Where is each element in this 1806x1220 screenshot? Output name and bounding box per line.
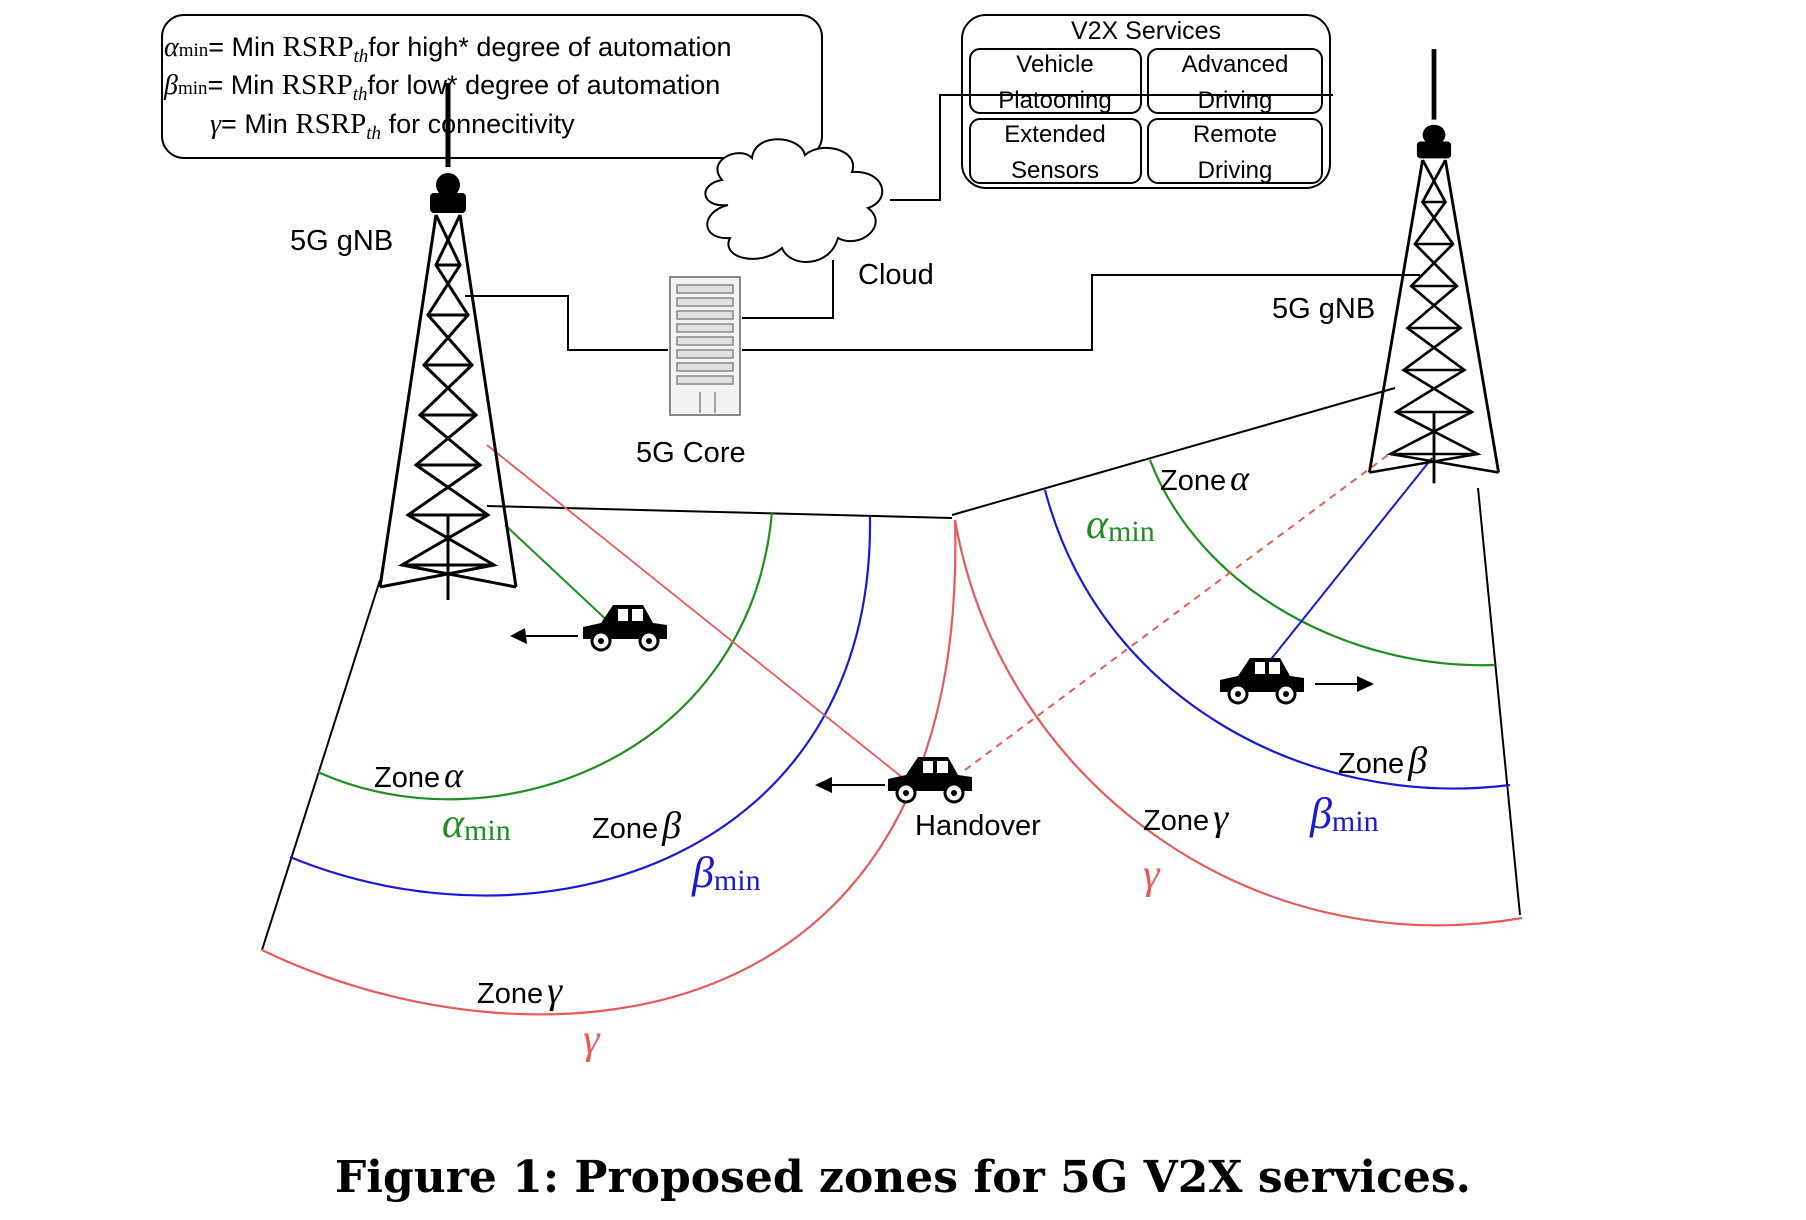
right-gamma-label: γ bbox=[1143, 852, 1161, 898]
left-sector-edge bbox=[261, 579, 381, 951]
services-cloud-link bbox=[890, 94, 1333, 201]
service-remote-driving bbox=[1147, 118, 1323, 184]
services-title: V2X Services bbox=[1071, 17, 1221, 45]
service-vehicle-platooning bbox=[969, 48, 1142, 114]
car-right-icon bbox=[1218, 656, 1374, 705]
server-icon bbox=[669, 276, 741, 416]
network-links bbox=[465, 94, 1420, 351]
legend-alpha-line: αmin= Min RSRPthfor high* degree of auto… bbox=[164, 31, 732, 67]
cloud-icon bbox=[704, 138, 884, 263]
gnb-right-label: 5G gNB bbox=[1272, 293, 1375, 325]
legend-gamma-line: γ= Min RSRPth for connecitivity bbox=[210, 108, 575, 144]
left-beta-min-label: βmin bbox=[691, 848, 761, 897]
service-advanced-driving-label: Driving bbox=[1198, 87, 1273, 114]
right-alpha-arc bbox=[1148, 459, 1496, 667]
left-beta-arc bbox=[289, 515, 872, 897]
cloud-core-link bbox=[742, 260, 834, 319]
right-beta-arc bbox=[1043, 489, 1511, 790]
left-sector-top bbox=[486, 505, 953, 519]
right-beta-min-label: βmin bbox=[1309, 789, 1379, 838]
handover-label: Handover bbox=[915, 810, 1041, 842]
gnb-left-car-link bbox=[504, 524, 613, 626]
sector-boundaries bbox=[261, 387, 1521, 951]
right-sector-edge bbox=[1477, 487, 1521, 916]
left-alpha-min-label: αmin bbox=[442, 801, 511, 847]
service-extended-label: Extended bbox=[1004, 121, 1105, 148]
car-handover-icon bbox=[815, 755, 974, 804]
car-left-icon bbox=[510, 603, 669, 652]
gnb-left-tower-icon bbox=[380, 83, 516, 600]
service-advanced-label: Advanced bbox=[1182, 51, 1289, 78]
gnb-right-tower-icon bbox=[1369, 49, 1498, 483]
service-advanced-driving bbox=[1147, 48, 1323, 114]
service-vehicle-label: Vehicle bbox=[1016, 51, 1093, 78]
figure-caption: Figure 1: Proposed zones for 5G V2X serv… bbox=[335, 1152, 1471, 1203]
left-gamma-arc bbox=[261, 519, 957, 1016]
right-cell-arcs bbox=[953, 459, 1523, 927]
left-gamma-ray bbox=[486, 444, 919, 791]
left-cell-arcs bbox=[261, 444, 957, 1016]
service-extended-sensors bbox=[969, 118, 1142, 184]
handover-dashed-link bbox=[964, 454, 1389, 771]
left-gamma-label: γ bbox=[583, 1017, 601, 1063]
right-sector-top bbox=[951, 387, 1396, 516]
gnb-left-label: 5G gNB bbox=[290, 225, 393, 257]
legend-beta-line: βmin= Min RSRPthfor low* degree of autom… bbox=[163, 69, 720, 105]
v2x-services-box: V2X Services Vehicle Platooning Advanced… bbox=[961, 14, 1331, 189]
service-sensors-label: Sensors bbox=[1011, 157, 1099, 184]
left-alpha-arc bbox=[317, 511, 774, 801]
gnb-left-core-link bbox=[465, 295, 668, 351]
gnb-right-car-link bbox=[1259, 457, 1433, 674]
service-remote-driving-label: Driving bbox=[1198, 157, 1273, 184]
service-platooning-label: Platooning bbox=[998, 87, 1111, 114]
right-alpha-min-label: αmin bbox=[1086, 502, 1155, 548]
service-remote-label: Remote bbox=[1193, 121, 1277, 148]
core-label: 5G Core bbox=[636, 437, 746, 469]
legend-box: αmin= Min RSRPthfor high* degree of auto… bbox=[161, 14, 823, 159]
cloud-label: Cloud bbox=[858, 259, 934, 291]
core-gnb-right-link bbox=[742, 274, 1420, 351]
right-gamma-arc bbox=[953, 519, 1523, 927]
